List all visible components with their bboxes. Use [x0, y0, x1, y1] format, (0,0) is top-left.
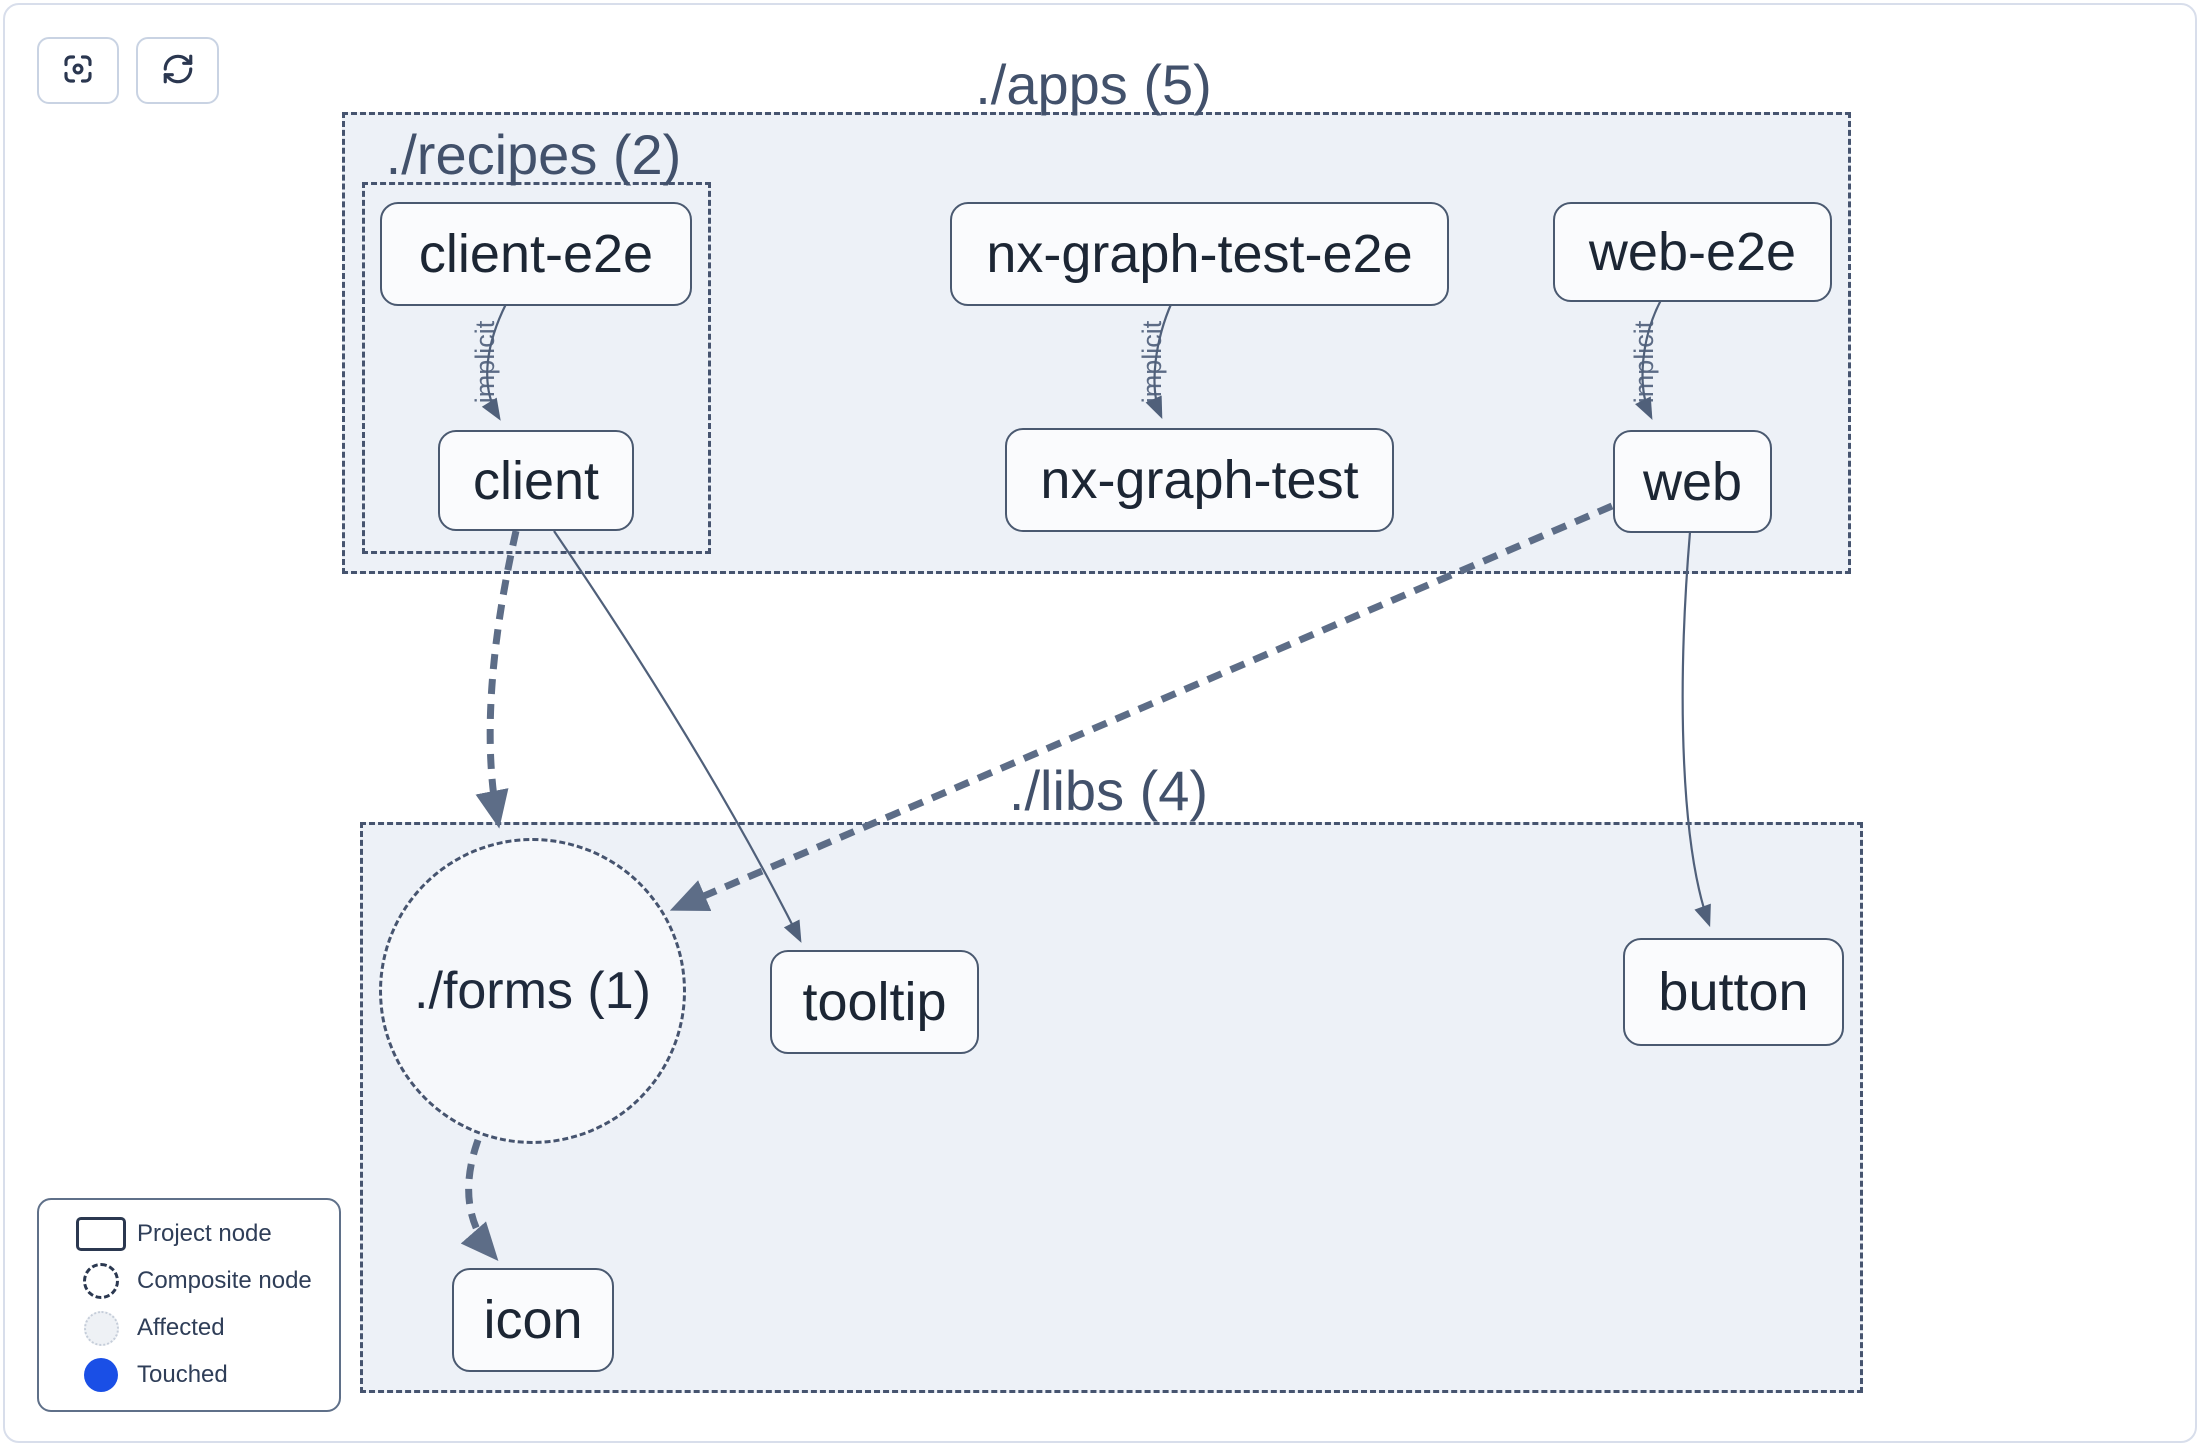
node-nx-graph-test-e2e[interactable]: nx-graph-test-e2e — [950, 202, 1449, 306]
legend-row-touched: Touched — [39, 1357, 339, 1393]
edge-label-implicit-client: implicit — [470, 320, 500, 404]
group-label-libs: ./libs (4) — [1008, 759, 1209, 822]
group-label-apps: ./apps (5) — [975, 53, 1212, 116]
legend-label-composite-node: Composite node — [137, 1267, 312, 1294]
legend-label-affected: Affected — [137, 1314, 225, 1341]
node-nx-graph-test[interactable]: nx-graph-test — [1005, 428, 1394, 532]
legend-label-touched: Touched — [137, 1361, 228, 1388]
legend-row-affected: Affected — [39, 1310, 339, 1346]
edge-label-implicit-nx-graph-test: implicit — [1137, 320, 1167, 404]
node-web-e2e[interactable]: web-e2e — [1553, 202, 1832, 302]
group-recipes — [362, 182, 711, 554]
center-graph-button[interactable] — [37, 37, 119, 104]
node-client-e2e[interactable]: client-e2e — [380, 202, 692, 306]
legend-label-project-node: Project node — [137, 1220, 272, 1247]
focus-icon — [60, 51, 96, 90]
composite-node-swatch — [83, 1263, 119, 1299]
refresh-graph-button[interactable] — [136, 37, 219, 104]
group-label-recipes: ./recipes (2) — [385, 123, 682, 186]
node-icon[interactable]: icon — [452, 1268, 614, 1372]
node-tooltip[interactable]: tooltip — [770, 950, 979, 1054]
legend-row-composite-node: Composite node — [39, 1263, 339, 1299]
legend-row-project-node: Project node — [39, 1216, 339, 1252]
refresh-icon — [160, 51, 196, 90]
affected-swatch — [83, 1310, 119, 1346]
node-button[interactable]: button — [1623, 938, 1844, 1046]
node-web[interactable]: web — [1613, 430, 1772, 533]
legend: Project node Composite node Affected Tou… — [37, 1198, 341, 1412]
composite-node-forms[interactable]: ./forms (1) — [379, 838, 686, 1144]
project-node-swatch — [76, 1217, 126, 1251]
edge-label-implicit-web: implicit — [1629, 320, 1659, 404]
node-client[interactable]: client — [438, 430, 634, 531]
touched-swatch — [84, 1358, 118, 1392]
